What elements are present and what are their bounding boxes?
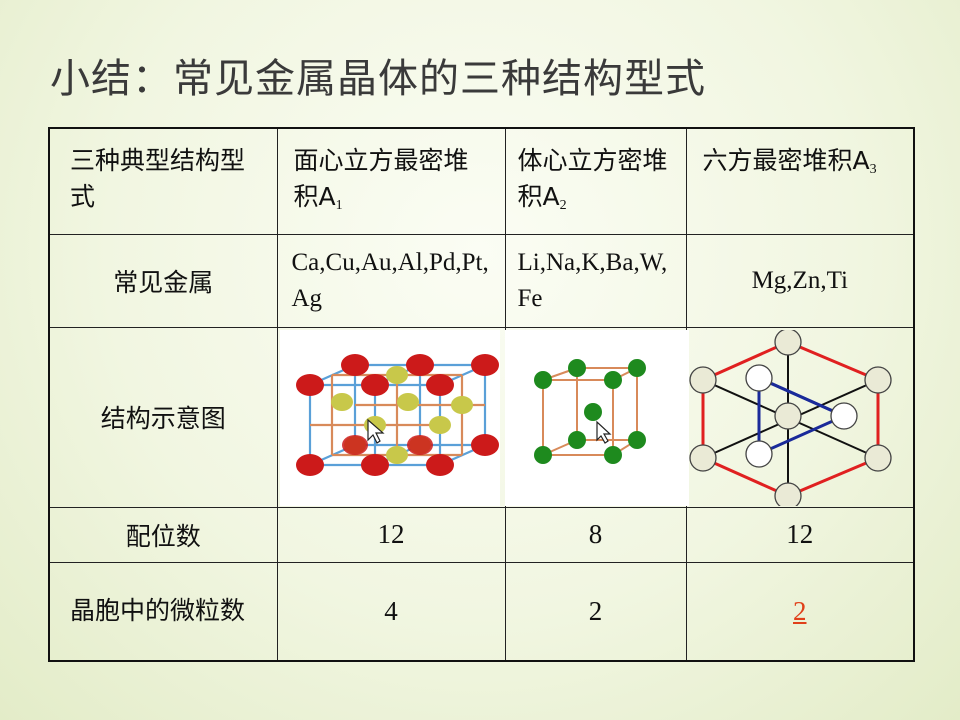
fcc-diagram-cell [276,326,506,508]
hcp-inner-atom [829,401,858,430]
hcp-atom [688,365,717,394]
bcc-atom [627,430,646,449]
fcc-face-atom [385,445,408,464]
diagram-label: 结构示意图 [48,326,278,508]
hcp-atom [773,481,802,506]
structure-table: 三种典型结构型式 面心立方最密堆积A1 体心立方密堆积A2 六方最密堆积A3 常… [48,127,915,662]
bcc-atom [533,445,552,464]
bcc-atom [603,370,622,389]
fcc-corner-atom [470,433,499,456]
header-bcc-text: 体心立方密堆积A [517,146,668,211]
particles-fcc: 4 [276,561,506,662]
header-fcc-text: 面心立方最密堆积A [293,146,469,211]
bcc-diagram-cell [504,326,689,508]
metals-hcp: Mg,Zn,Ti [685,233,915,328]
table-row: 结构示意图 [48,326,915,508]
hcp-atom [863,443,892,472]
fcc-face-atom [450,395,473,414]
bcc-diagram [504,329,689,506]
particles-hcp[interactable]: 2 [685,561,915,662]
fcc-face-atom [428,415,451,434]
fcc-face-atom [396,392,419,411]
header-hcp: 六方最密堆积A3 [685,127,915,235]
header-bcc: 体心立方密堆积A2 [504,127,687,235]
hcp-inner-atom [744,363,773,392]
hcp-atom [863,365,892,394]
bcc-atom [603,445,622,464]
header-row-label: 三种典型结构型式 [48,127,278,235]
table-row: 三种典型结构型式 面心立方最密堆积A1 体心立方密堆积A2 六方最密堆积A3 [48,127,915,235]
bcc-atom [627,358,646,377]
coordination-bcc: 8 [504,506,687,563]
bcc-atom [567,358,586,377]
fcc-corner-atom [425,453,454,476]
particles-hcp-answer[interactable]: 2 [793,595,807,626]
cursor-icon [595,420,612,444]
bcc-atom [567,430,586,449]
hcp-diagram-cell [685,326,915,508]
coordination-label: 配位数 [48,506,278,563]
hcp-atom [773,329,802,356]
page-title: 小结：常见金属晶体的三种结构型式 [50,56,706,102]
fcc-face-atom [385,365,408,384]
fcc-corner-atom [295,453,324,476]
metals-bcc: Li,Na,K,Ba,W,Fe [504,233,687,328]
header-hcp-sub: 3 [869,162,877,177]
table-row: 晶胞中的微粒数 4 2 2 [48,561,915,662]
fcc-corner-atom [406,434,433,455]
hcp-diagram [688,329,892,506]
hcp-inner-atom [744,439,773,468]
hcp-atom [773,401,802,430]
particles-label: 晶胞中的微粒数 [48,561,278,662]
fcc-corner-atom [470,353,499,376]
metals-fcc: Ca,Cu,Au,Al,Pd,Pt,Ag [276,233,506,328]
fcc-corner-atom [340,353,369,376]
metals-label: 常见金属 [48,233,278,328]
bcc-center-atom [583,402,602,421]
hcp-atom [688,443,717,472]
fcc-face-atom [330,392,353,411]
header-bcc-sub: 2 [559,198,567,213]
fcc-corner-atom [405,353,434,376]
table-row: 配位数 12 8 12 [48,506,915,563]
cursor-icon [366,418,385,444]
fcc-corner-atom [295,373,324,396]
table-row: 常见金属 Ca,Cu,Au,Al,Pd,Pt,Ag Li,Na,K,Ba,W,F… [48,233,915,328]
coordination-hcp: 12 [685,506,915,563]
header-fcc: 面心立方最密堆积A1 [276,127,506,235]
bcc-atom [533,370,552,389]
fcc-corner-atom [360,373,389,396]
particles-bcc: 2 [504,561,687,662]
fcc-corner-atom [360,453,389,476]
fcc-corner-atom [425,373,454,396]
fcc-corner-atom [341,434,368,455]
fcc-diagram [279,329,500,506]
header-hcp-text: 六方最密堆积A [702,146,870,175]
coordination-fcc: 12 [276,506,506,563]
header-fcc-sub: 1 [335,198,343,213]
